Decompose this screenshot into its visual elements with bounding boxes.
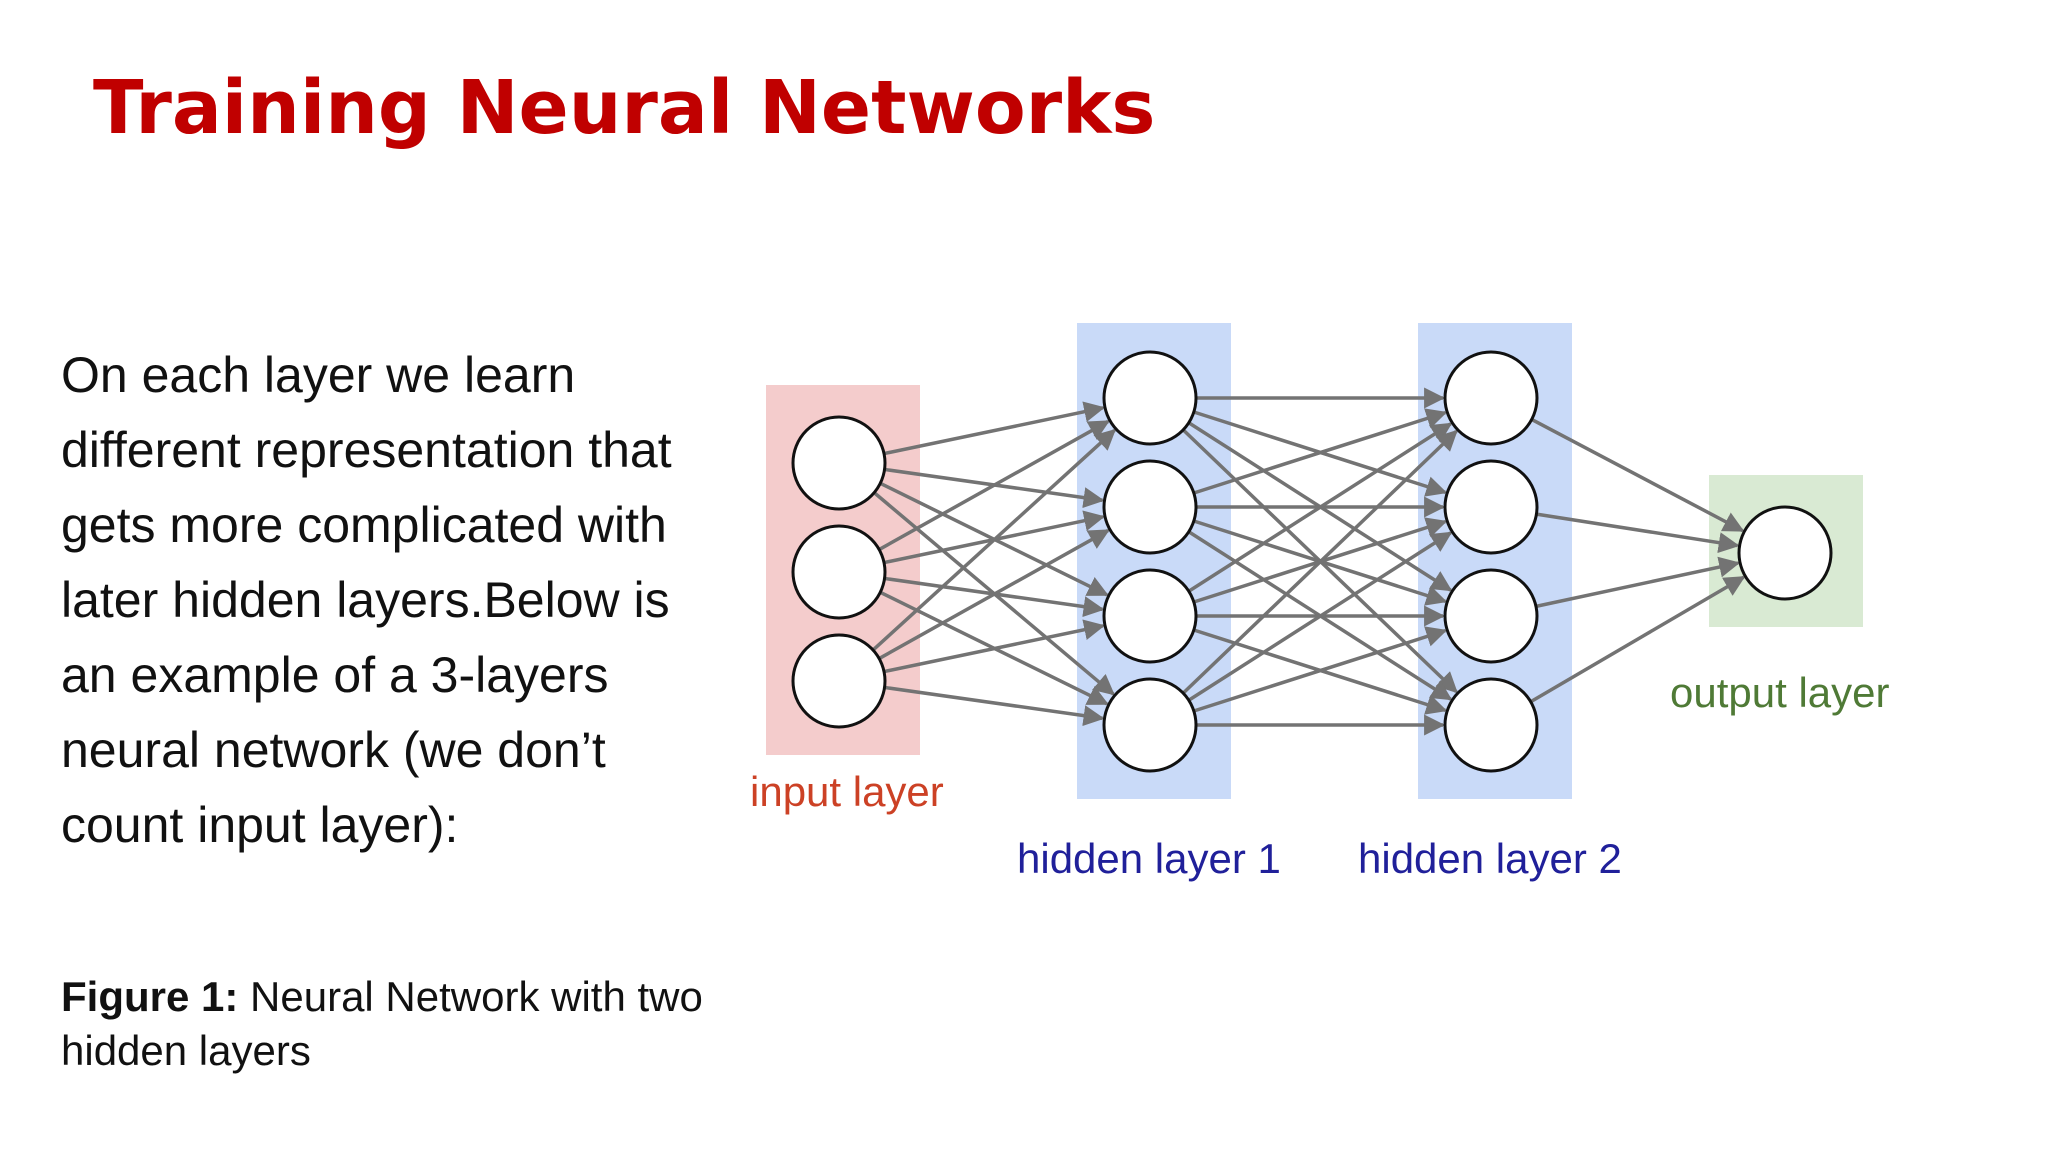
hidden-layer-1-node-3 [1102, 568, 1198, 664]
edge-l1-n3-to-l2-n0 [1181, 429, 1458, 695]
hidden-layer-2-node-4 [1443, 677, 1539, 773]
edge-l0-n0-to-l1-n0 [883, 401, 1106, 456]
input-layer-label: input layer [750, 768, 944, 815]
hidden-layer-1-label: hidden layer 1 [1017, 835, 1281, 882]
edge-l2-n3-to-l3-n0 [1529, 575, 1746, 704]
edge-l1-n1-to-l2-n0 [1193, 408, 1448, 495]
edge-l0-n2-to-l1-n3 [884, 685, 1105, 727]
edge-l2-n1-to-l3-n0 [1536, 512, 1740, 554]
input-layer-node-1 [791, 415, 887, 511]
hidden-layer-2-label: hidden layer 2 [1358, 835, 1622, 882]
caption-text: Neural Network with two hidden layers [61, 973, 703, 1074]
hidden-layer-1-node-2 [1102, 459, 1198, 555]
output-layer-label: output layer [1670, 669, 1889, 716]
body-paragraph: On each layer we learn different represe… [61, 347, 672, 853]
caption-label: Figure 1: [61, 973, 239, 1020]
edge-l0-n2-to-l1-n1 [878, 528, 1110, 661]
hidden-layer-1-node-1 [1102, 350, 1198, 446]
hidden-layer-2-node-2 [1443, 459, 1539, 555]
hidden-layer-2-node-1 [1443, 350, 1539, 446]
edge-l0-n2-to-l1-n0 [871, 428, 1117, 652]
edge-l0-n2-to-l1-n2 [883, 619, 1106, 674]
output-layer-node-1 [1737, 505, 1833, 601]
edge-l1-n2-to-l2-n0 [1187, 422, 1453, 593]
figure-caption: Figure 1: Neural Network with two hidden… [61, 970, 721, 1078]
hidden-layer-2-node-3 [1443, 568, 1539, 664]
hidden-layer-1-node-4 [1102, 677, 1198, 773]
input-layer-node-2 [791, 524, 887, 620]
edge-l1-n3-to-l2-n2 [1193, 626, 1448, 713]
input-layer-node-3 [791, 633, 887, 729]
edge-l2-n2-to-l3-n0 [1535, 556, 1741, 609]
edge-l2-n0-to-l3-n0 [1530, 417, 1745, 533]
edge-l1-n3-to-l2-n1 [1187, 531, 1453, 702]
edge-l0-n1-to-l1-n0 [878, 419, 1110, 552]
slide-title: Training Neural Networks [93, 65, 1156, 151]
